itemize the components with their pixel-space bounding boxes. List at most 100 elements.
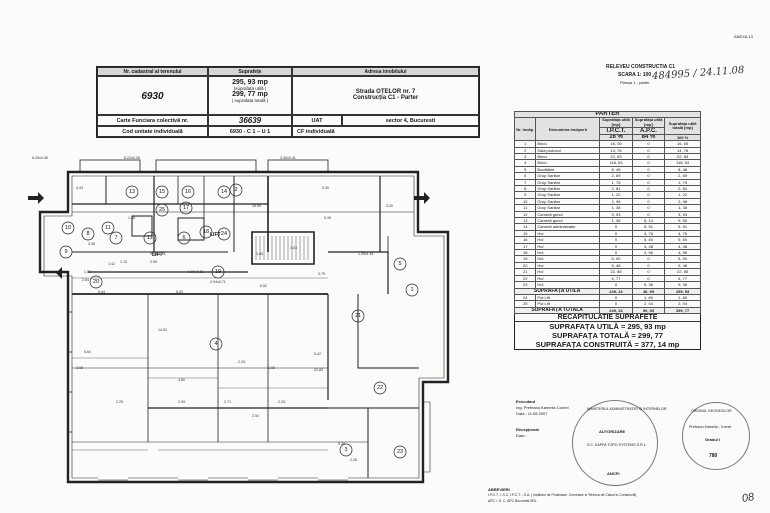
dimension-label: 1.45x1.61 xyxy=(358,252,374,256)
cell-acc: 0 xyxy=(631,210,666,219)
cell-nr: 25 xyxy=(513,300,537,308)
cell-nr: 22 xyxy=(513,274,537,283)
cell-name: Bucătărie xyxy=(535,165,601,174)
cell-acc: 4, 96 xyxy=(631,249,666,257)
room-marker xyxy=(199,225,213,239)
dimension-label: 2.84 xyxy=(82,278,89,282)
cell-nr: 21 xyxy=(513,268,537,276)
total-area-note: ( suprafața totală ) xyxy=(231,98,269,103)
room-number: 24 xyxy=(220,230,228,237)
cell-nr: 17 xyxy=(513,242,537,251)
cell-total: 9, 36 xyxy=(664,281,701,289)
dimension-label: 1.38 xyxy=(128,216,135,220)
room-marker xyxy=(155,203,169,217)
uat-label: UAT xyxy=(292,115,342,126)
room-marker xyxy=(217,227,231,241)
recap-box: RECAPITULATIE SUPRAFETE SUPRAFAȚA UTILĂ … xyxy=(514,314,701,350)
cell-acc: 0 xyxy=(631,146,666,155)
dimension-label: 5.42 xyxy=(314,352,321,356)
header-name: Denumirea încăperii xyxy=(535,117,601,142)
cell-total: 4, 76 xyxy=(664,229,701,238)
cell-name: Hol xyxy=(535,242,601,251)
grand-total-t: 299, 77 xyxy=(664,306,701,315)
cell-total: 118, 53 xyxy=(664,159,701,167)
survey-title: RELEVEU CONSTRUCTIA C1 xyxy=(606,64,675,70)
dimension-label: 1.98 xyxy=(268,366,275,370)
unit-code: 6930 - C 1 – U 1 xyxy=(208,126,292,137)
header-acc: Suprafața utilă [mp] xyxy=(631,117,666,129)
cell-acc: 9, 36 xyxy=(631,281,666,289)
useful-total-t: 295, 93 xyxy=(664,287,701,295)
cell-nr: 5 xyxy=(513,165,537,174)
cell-acc: 5, 50 xyxy=(631,236,666,244)
dimension-label: 22.83 xyxy=(314,368,323,372)
stamp-grade: Gradul I xyxy=(705,437,721,442)
room-number: 22 xyxy=(376,384,384,391)
page-number: 08 xyxy=(741,491,756,505)
dimension-label: 0.94x1.61 xyxy=(150,252,166,256)
stamp-company: S.C. KAPPA TOPO SYSTEMS S.R.L. xyxy=(587,443,647,447)
cell-acc: 0 xyxy=(631,274,666,283)
cell-nr: 15 xyxy=(513,229,537,238)
stamp-authorized: AUTORIZARE xyxy=(599,429,626,434)
dimension-label: 1.10 xyxy=(120,260,127,264)
cell-nr: 11 xyxy=(513,204,537,212)
dimension-label: 6.52 xyxy=(260,284,267,288)
cell-acc: 1, 80 xyxy=(631,293,666,302)
room-number: 9 xyxy=(64,248,68,255)
room-marker xyxy=(393,445,407,459)
authority-stamp: MINISTERUL ADMINISTRATIEI SI INTERNELOR … xyxy=(572,400,666,486)
level-label: Planșa 1 - parter xyxy=(620,80,650,85)
dimension-label: 2.25 xyxy=(116,400,123,404)
col-areas-title: Suprafețe xyxy=(208,67,292,76)
header-icct: Suprafața utilă [mp] xyxy=(599,117,633,129)
table-header-row: Nr. încăp. Denumirea încăperii Suprafața… xyxy=(513,117,701,142)
cell-name: Grup Sanitar xyxy=(535,172,601,180)
dimension-label: 16.05 xyxy=(252,204,261,208)
room-marker xyxy=(155,185,169,199)
dimension-label: 1.65 xyxy=(256,252,263,256)
cell-total: 2, 81 xyxy=(664,184,701,193)
recap-title: RECAPITULATIE SUPRAFETE xyxy=(515,314,700,322)
dimension-label: 5.39 xyxy=(338,442,345,446)
cell-acc: 0 xyxy=(631,152,666,161)
cell-name: Grup Sanitar xyxy=(535,191,601,199)
cell-name: Birou xyxy=(535,159,601,167)
cell-acc: 0 xyxy=(631,184,666,193)
room-number: 5 xyxy=(398,260,402,267)
cell-acc: 8, 14 xyxy=(631,217,666,225)
dimension-label: 3.43 xyxy=(76,186,83,190)
room-marker xyxy=(181,185,195,199)
room-number: 4 xyxy=(214,340,218,347)
cell-nr: 1 xyxy=(513,140,537,148)
room-number: 3 xyxy=(344,446,348,453)
dimension-label: 5.20 xyxy=(386,204,393,208)
dimension-label: 6.25x0.48 xyxy=(32,156,48,160)
cell-total: 1, 22 xyxy=(664,191,701,199)
cell-total: 5, 50 xyxy=(664,236,701,244)
cell-nr: 4 xyxy=(513,159,537,167)
received-date: Data : xyxy=(516,433,527,438)
room-marker xyxy=(393,257,407,271)
room-marker xyxy=(179,201,193,215)
unit-code-label: Cod unitate individuală xyxy=(97,126,208,137)
dimension-label: 1.02 xyxy=(84,270,91,274)
lift-label-2: LIFT xyxy=(210,232,221,238)
room-marker xyxy=(143,231,157,245)
stamp-left-text: MINISTERUL ADMINISTRATIEI SI INTERNELOR xyxy=(587,407,667,411)
cadastral-number: 6930 xyxy=(97,76,208,115)
cell-total: 2, 69 xyxy=(664,172,701,180)
useful-total-b: 46, 69 xyxy=(631,287,666,295)
dimension-label: 2.71 xyxy=(224,400,231,404)
cell-name: Grup Sanitar xyxy=(535,197,601,206)
header-total: Suprafața utilă totală [mp] xyxy=(664,117,701,135)
